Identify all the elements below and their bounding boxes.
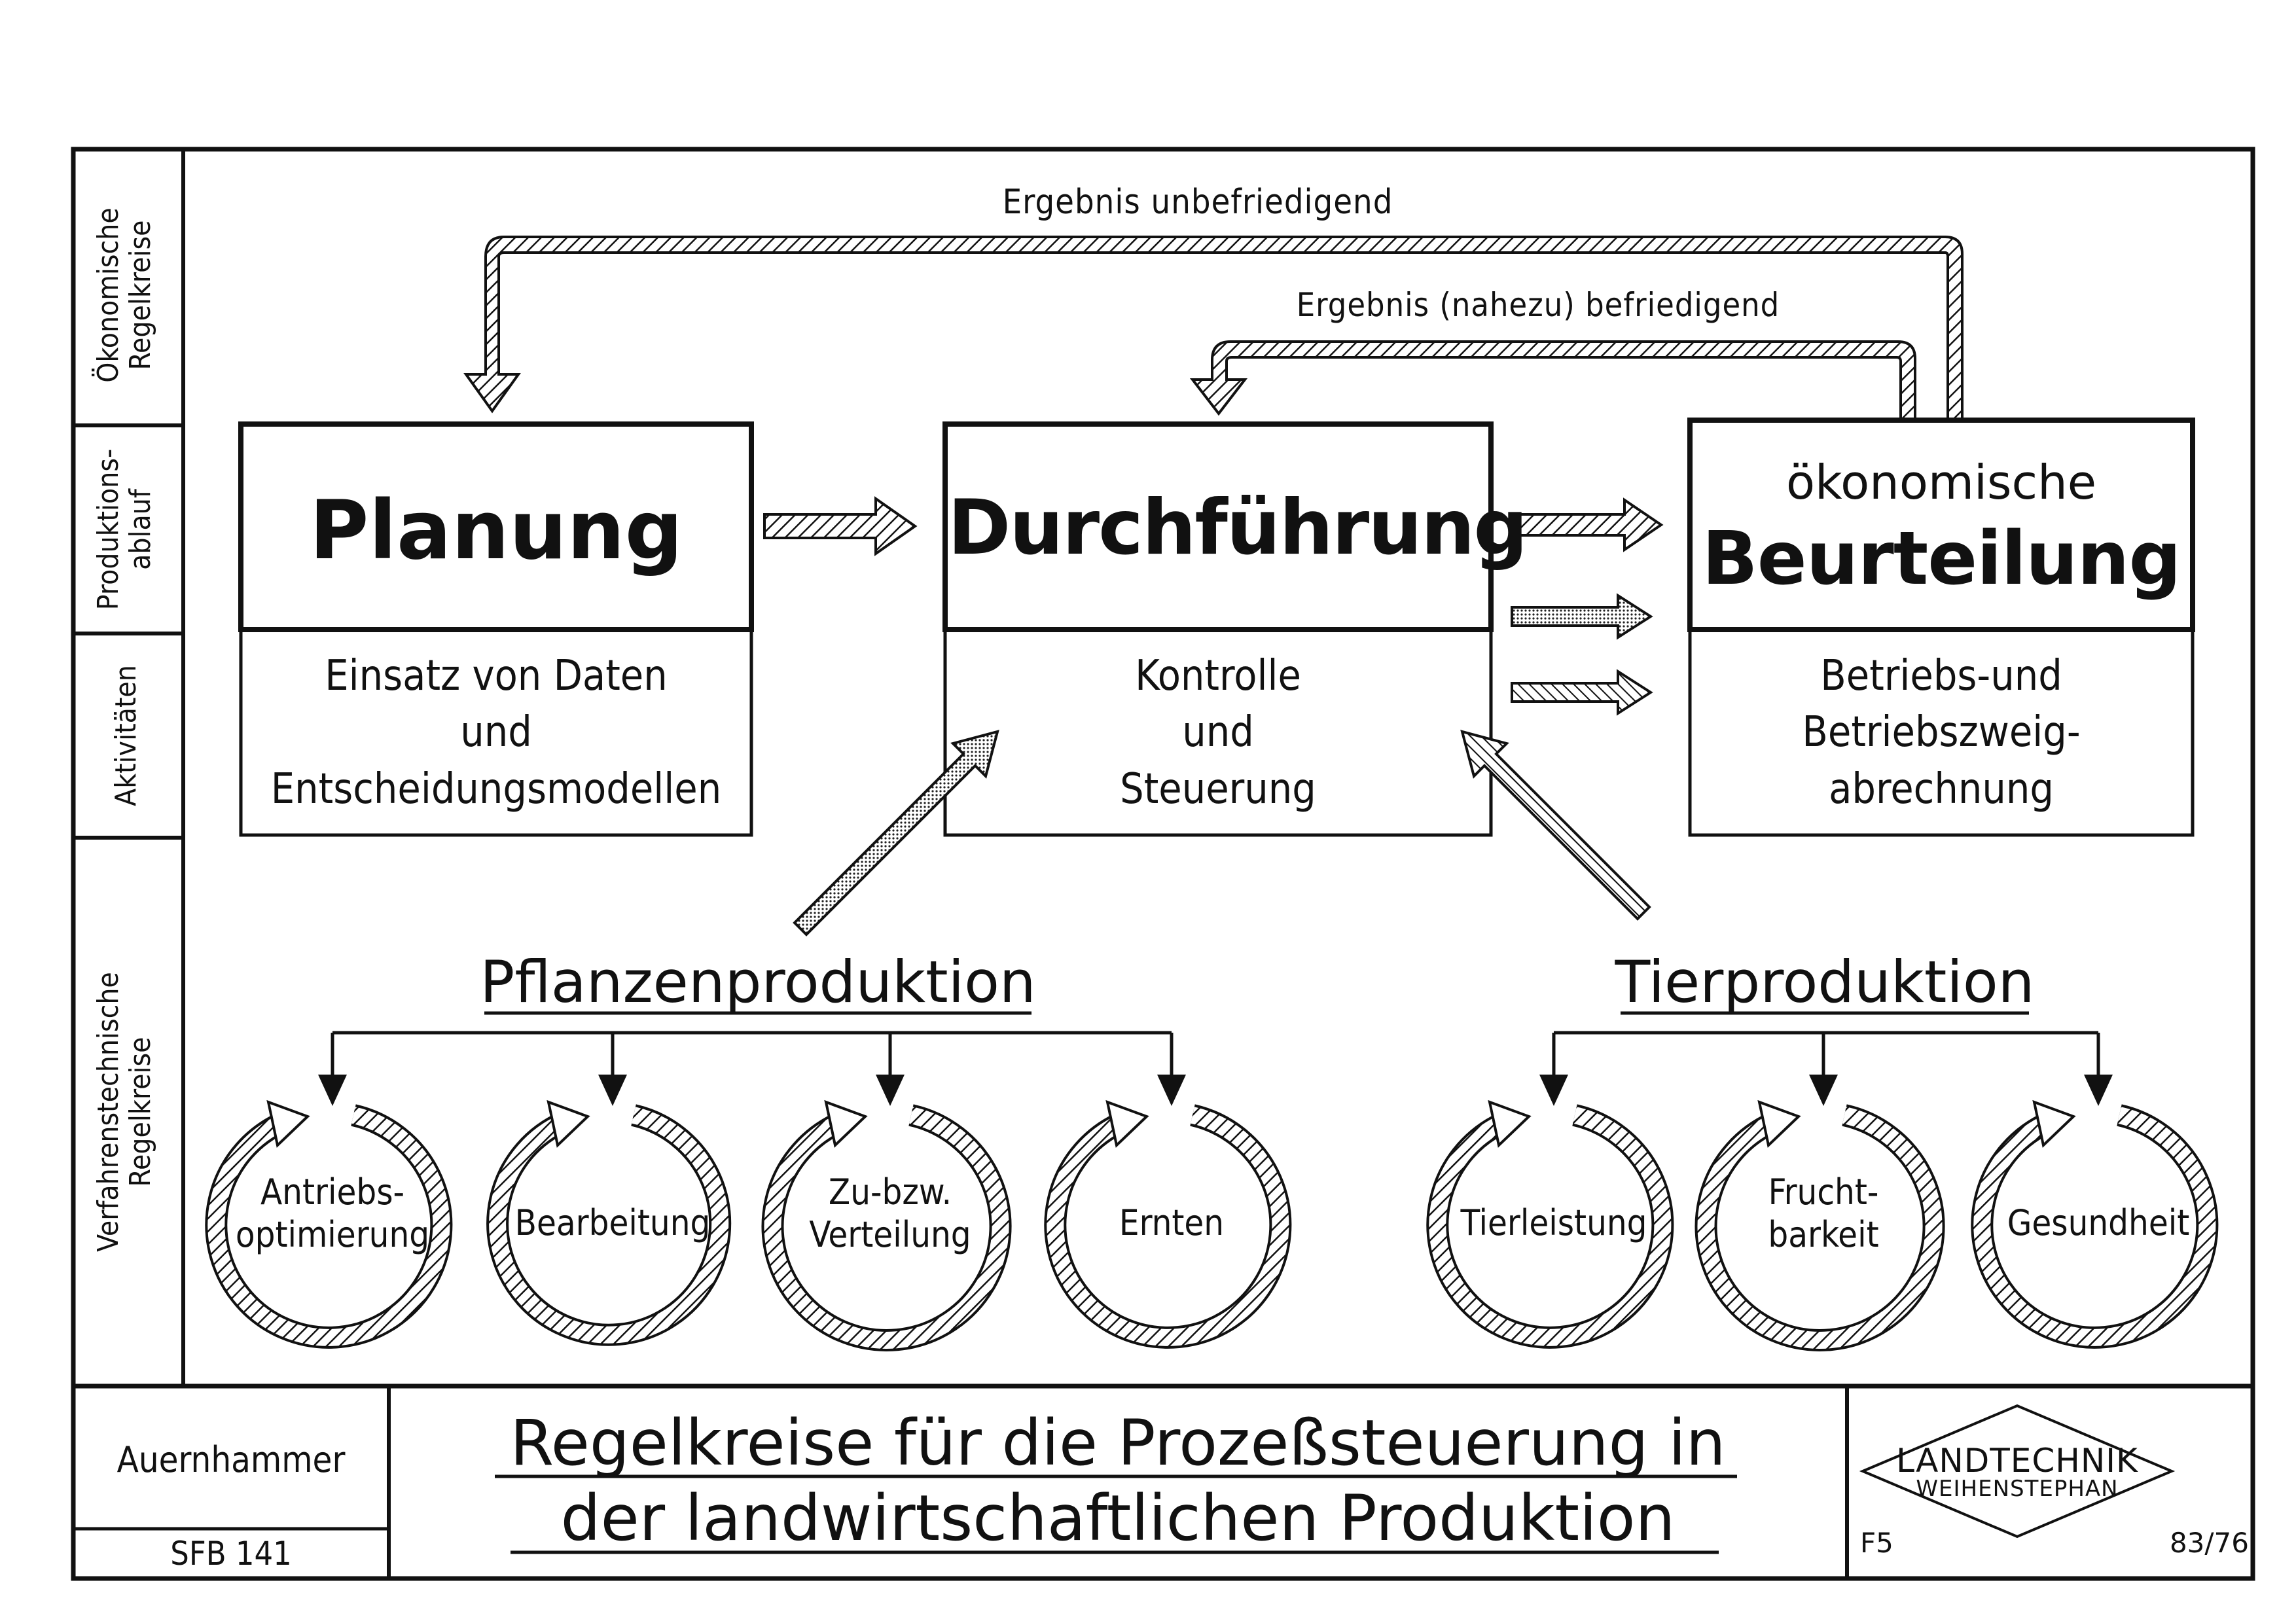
circle-ring-verteilung <box>761 1099 1012 1351</box>
footer-author: Auernhammer <box>117 1439 346 1480</box>
outer-frame <box>71 147 2255 1581</box>
logo-text-weihenstephan: WEIHENSTEPHAN <box>1916 1476 2119 1502</box>
circle-label-verteilung: Zu-bzw. Verteilung <box>809 1171 971 1255</box>
circle-ring-fruchtbarkeit <box>1695 1099 1945 1351</box>
feedback-label-unbefriedigend: Ergebnis unbefriedigend <box>1002 183 1393 222</box>
arrow-tier-to-durchfuehrung <box>1460 730 1651 921</box>
circle-ring-bearbeitung <box>486 1099 732 1346</box>
circle-ring-antrieb <box>205 1099 453 1349</box>
activity-beurteilung: Betriebs-und Betriebszweig- abrechnung <box>1802 652 2081 813</box>
box-title-beurteilung: Beurteilung <box>1702 516 2181 601</box>
circle-label-ernten: Ernten <box>1119 1202 1225 1243</box>
arrow-pflanzen-to-durchfuehrung <box>793 730 999 936</box>
activity-durchfuehrung: Kontrolle und Steuerung <box>1120 652 1316 813</box>
feedback-label-befriedigend: Ergebnis (nahezu) befriedigend <box>1296 286 1780 324</box>
footer-code-left: F5 <box>1860 1527 1893 1559</box>
circle-label-gesundheit: Gesundheit <box>2007 1202 2190 1243</box>
arrow-durchfuehrung-beurteilung-1 <box>1511 497 1664 552</box>
feedback-arrow-unbefriedigend <box>463 236 1964 420</box>
landtechnik-logo <box>1859 1404 2176 1539</box>
box-title-planung: Planung <box>309 484 683 578</box>
side-label-verfahrenstechnische: Verfahrenstechnische Regelkreise <box>92 972 158 1252</box>
logo-text-landtechnik: LANDTECHNIK <box>1896 1442 2138 1480</box>
tier-branches <box>1552 1031 2100 1080</box>
side-label-oekonomische: Ökonomische Regelkreise <box>92 207 158 383</box>
footer-code-right: 83/76 <box>2169 1527 2249 1559</box>
group-title-tierproduktion: Tierproduktion <box>1615 948 2035 1016</box>
circle-label-bearbeitung: Bearbeitung <box>514 1202 711 1243</box>
box-beurteilung <box>1687 418 2195 837</box>
circle-ring-ernten <box>1044 1099 1292 1349</box>
box-title-durchfuehrung: Durchführung <box>948 484 1528 572</box>
box-title-oekonomische: ökonomische <box>1785 455 2097 510</box>
footer-sfb: SFB 141 <box>170 1535 292 1573</box>
footer-title: Regelkreise für die Prozeßsteuerung in d… <box>510 1406 1726 1556</box>
side-label-aktivitaeten: Aktivitäten <box>109 665 143 806</box>
circle-label-antriebsoptimierung: Antriebs- optimierung <box>235 1171 430 1255</box>
circle-label-tierleistung: Tierleistung <box>1460 1202 1647 1243</box>
group-title-pflanzenproduktion: Pflanzenproduktion <box>480 948 1036 1016</box>
circle-label-fruchtbarkeit: Frucht- barkeit <box>1768 1171 1879 1255</box>
activity-planung: Einsatz von Daten und Entscheidungsmodel… <box>270 652 722 813</box>
box-planung <box>238 421 754 837</box>
arrow-planung-durchfuehrung <box>763 496 918 556</box>
arrow-durchfuehrung-beurteilung-2 <box>1511 593 1653 640</box>
arrow-durchfuehrung-beurteilung-3 <box>1511 669 1653 716</box>
circle-ring-gesundheit <box>1971 1099 2219 1349</box>
feedback-arrow-befriedigend <box>1189 340 1916 420</box>
side-label-produktionsablauf: Produktions- ablauf <box>92 448 158 611</box>
circle-ring-tierleistung <box>1426 1099 1674 1349</box>
pflanzen-branches <box>331 1031 1174 1080</box>
box-durchfuehrung <box>942 421 1494 837</box>
